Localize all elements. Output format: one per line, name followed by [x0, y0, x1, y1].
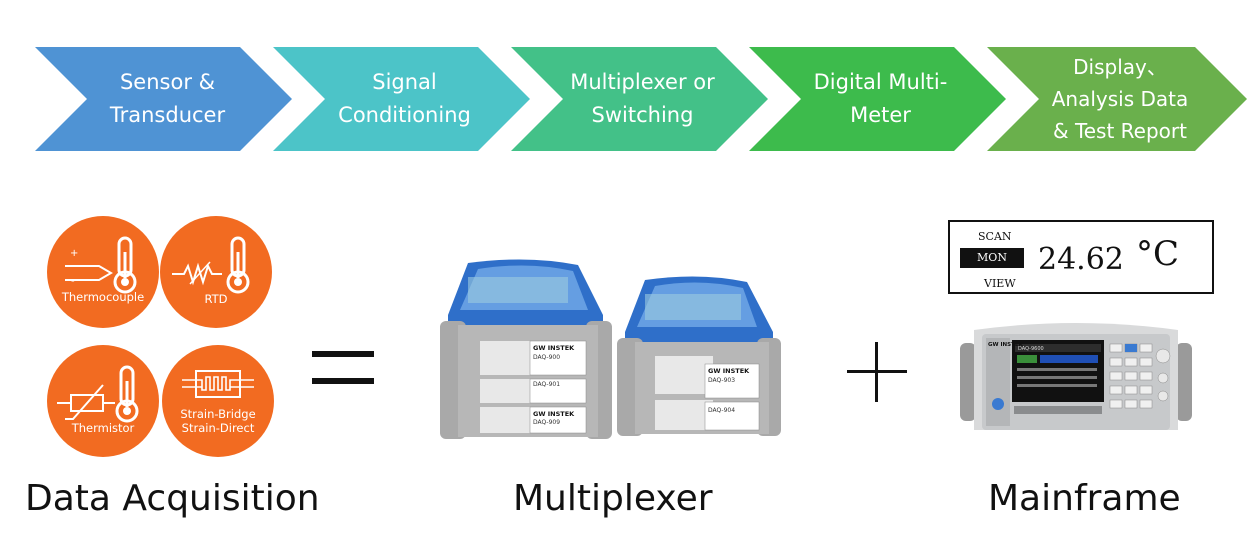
thermistor-sensor: Thermistor — [47, 345, 159, 457]
caption-data-acquisition: Data Acquisition — [25, 478, 320, 519]
step-mux-chevron — [511, 47, 768, 151]
plus-sign — [847, 342, 907, 402]
step-sensor-chevron — [35, 47, 292, 151]
mux-brand-3: GW INSTEK — [708, 367, 750, 375]
step-mux-label: Multiplexer or Switching — [570, 70, 715, 127]
device-model: DAQ-9600 — [1018, 346, 1044, 352]
device-brand: GW INSTEK — [988, 342, 1024, 348]
step-signal-label: Signal Conditioning — [338, 70, 471, 127]
mux-brand-1: GW INSTEK — [533, 344, 575, 352]
mon-label: MON — [960, 248, 1024, 268]
reading-unit: °C — [1136, 234, 1180, 274]
thermocouple-label: Thermocouple — [61, 290, 145, 304]
strain-label: Strain-Bridge Strain-Direct — [180, 407, 256, 435]
process-flow — [35, 47, 1247, 151]
scan-display-panel: SCAN MON VIEW 24.62 °C — [948, 220, 1214, 294]
mux-model-903: DAQ-903 — [708, 377, 735, 384]
polarity-plus: + — [70, 248, 78, 259]
view-label: VIEW — [984, 277, 1016, 290]
polarity-minus: - — [71, 276, 75, 287]
mux-model-900: DAQ-900 — [533, 354, 560, 361]
step-display-label: Display、 Analysis Data & Test Report — [1051, 55, 1189, 143]
thermocouple-icon: + - — [65, 236, 137, 294]
equals-sign — [312, 351, 374, 384]
mux-model-904: DAQ-904 — [708, 407, 735, 414]
mux-module-stack-left: GW INSTEK DAQ-900 DAQ-901 GW INSTEK DAQ-… — [440, 259, 612, 439]
strain-sensor: Strain-Bridge Strain-Direct — [162, 345, 274, 457]
thermistor-label: Thermistor — [71, 421, 135, 435]
caption-multiplexer: Multiplexer — [513, 478, 713, 519]
scan-label: SCAN — [978, 230, 1012, 243]
mux-model-909: DAQ-909 — [533, 419, 560, 426]
step-sensor-label: Sensor & Transducer — [109, 70, 226, 127]
step-dmm-chevron — [749, 47, 1006, 151]
daq-mainframe-device: GW INSTEK DAQ-9600 — [960, 323, 1192, 430]
mux-model-901: DAQ-901 — [533, 381, 560, 388]
step-dmm-label: Digital Multi- Meter — [813, 70, 948, 127]
mux-module-stack-right: GW INSTEK DAQ-903 DAQ-904 — [617, 276, 781, 436]
rtd-icon — [172, 236, 250, 294]
rtd-label: RTD — [204, 292, 228, 306]
reading-value: 24.62 — [1038, 242, 1124, 277]
rtd-sensor: RTD — [160, 216, 272, 328]
strain-gauge-icon — [182, 370, 254, 398]
thermistor-icon — [57, 365, 139, 423]
step-signal-chevron — [273, 47, 530, 151]
caption-mainframe: Mainframe — [988, 478, 1181, 519]
thermocouple-sensor: + - Thermocouple — [47, 216, 159, 328]
mux-brand-2: GW INSTEK — [533, 410, 575, 418]
step-display-chevron — [987, 47, 1247, 151]
